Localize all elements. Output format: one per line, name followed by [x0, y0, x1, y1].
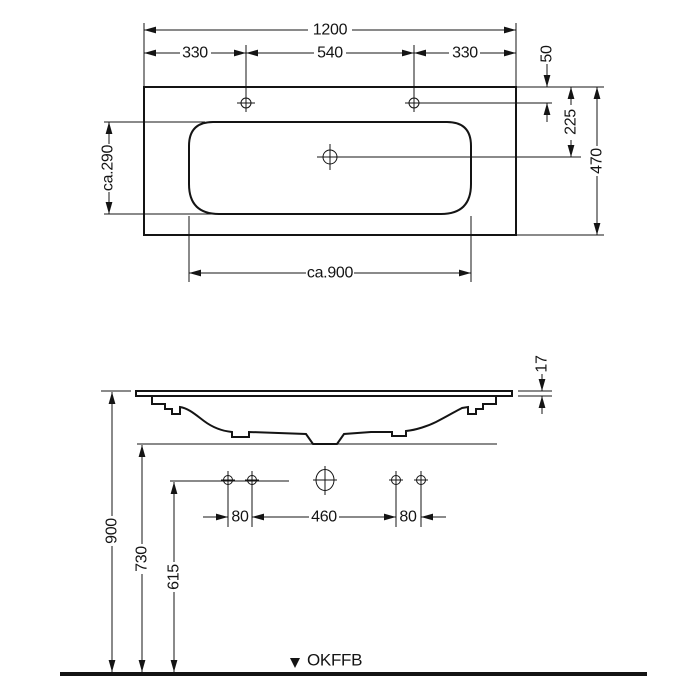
drain-hole — [317, 144, 581, 170]
dim-bowl-depth-label: ca.290 — [100, 144, 117, 191]
dim-total-width-label: 1200 — [313, 22, 348, 39]
rim-slab — [135, 390, 513, 397]
dim-total-depth-label: 470 — [589, 148, 606, 174]
dim-rim-thickness-label: 17 — [534, 355, 551, 373]
dim-rim-height-label: 900 — [104, 518, 121, 544]
dim-tap-setback: 50 — [539, 45, 556, 122]
bowl-outline — [188, 121, 472, 215]
floor-level-label: OKFFB — [307, 651, 362, 670]
dim-rim-height: 900 — [101, 390, 131, 672]
dim-tap-center-label: 540 — [317, 45, 343, 62]
dim-tap-right-label: 330 — [452, 45, 478, 62]
dim-fixing-height-label: 615 — [166, 564, 183, 590]
dim-tap-left-label: 330 — [182, 45, 208, 62]
dim-tap-center-span: 540 — [246, 45, 414, 62]
dim-bowl-width-label: ca.900 — [307, 265, 354, 282]
dim-tap-setback-label: 50 — [539, 45, 556, 63]
dim-fixing-height: 615 — [166, 482, 183, 672]
dim-tap-right-span: 330 — [414, 45, 516, 62]
floor-level-triangle-icon — [290, 658, 300, 668]
dim-rim-thickness: 17 — [518, 355, 552, 414]
tap-hole-right — [405, 94, 423, 112]
basin-outline — [143, 86, 517, 236]
dim-total-depth: 470 — [589, 87, 606, 235]
dim-total-width: 1200 — [144, 22, 516, 39]
extension-lines-right — [423, 86, 604, 236]
dim-tap-left-span: 330 — [144, 45, 246, 62]
top-view: 1200 330 540 330 50 — [100, 22, 606, 282]
dim-fixing-left-label: 80 — [231, 509, 249, 526]
dim-fixing-right-span: 80 — [399, 509, 446, 526]
dim-drain-setback-label: 225 — [563, 109, 580, 135]
basin-underside-profile — [151, 396, 497, 445]
floor-level-marker: OKFFB — [290, 651, 362, 670]
drain-hole-front — [313, 466, 337, 495]
dim-bowl-depth: ca.290 — [100, 121, 226, 215]
dim-bowl-width: ca.900 — [188, 216, 472, 282]
dim-fixing-right-label: 80 — [399, 509, 417, 526]
dim-drain-setback: 225 — [563, 87, 580, 157]
dim-underside-height-label: 730 — [134, 546, 151, 572]
dim-fixing-center-label: 460 — [311, 509, 337, 526]
fixing-hole-right-inner — [389, 471, 403, 527]
dim-fixing-center-span: 460 — [252, 509, 396, 526]
dim-underside-height: 730 — [134, 445, 151, 672]
front-view: 80 460 80 17 900 7 — [60, 355, 647, 676]
fixing-hole-left-outer — [221, 471, 235, 527]
dim-fixing-left-span: 80 — [203, 509, 249, 526]
tap-hole-left — [237, 94, 255, 112]
